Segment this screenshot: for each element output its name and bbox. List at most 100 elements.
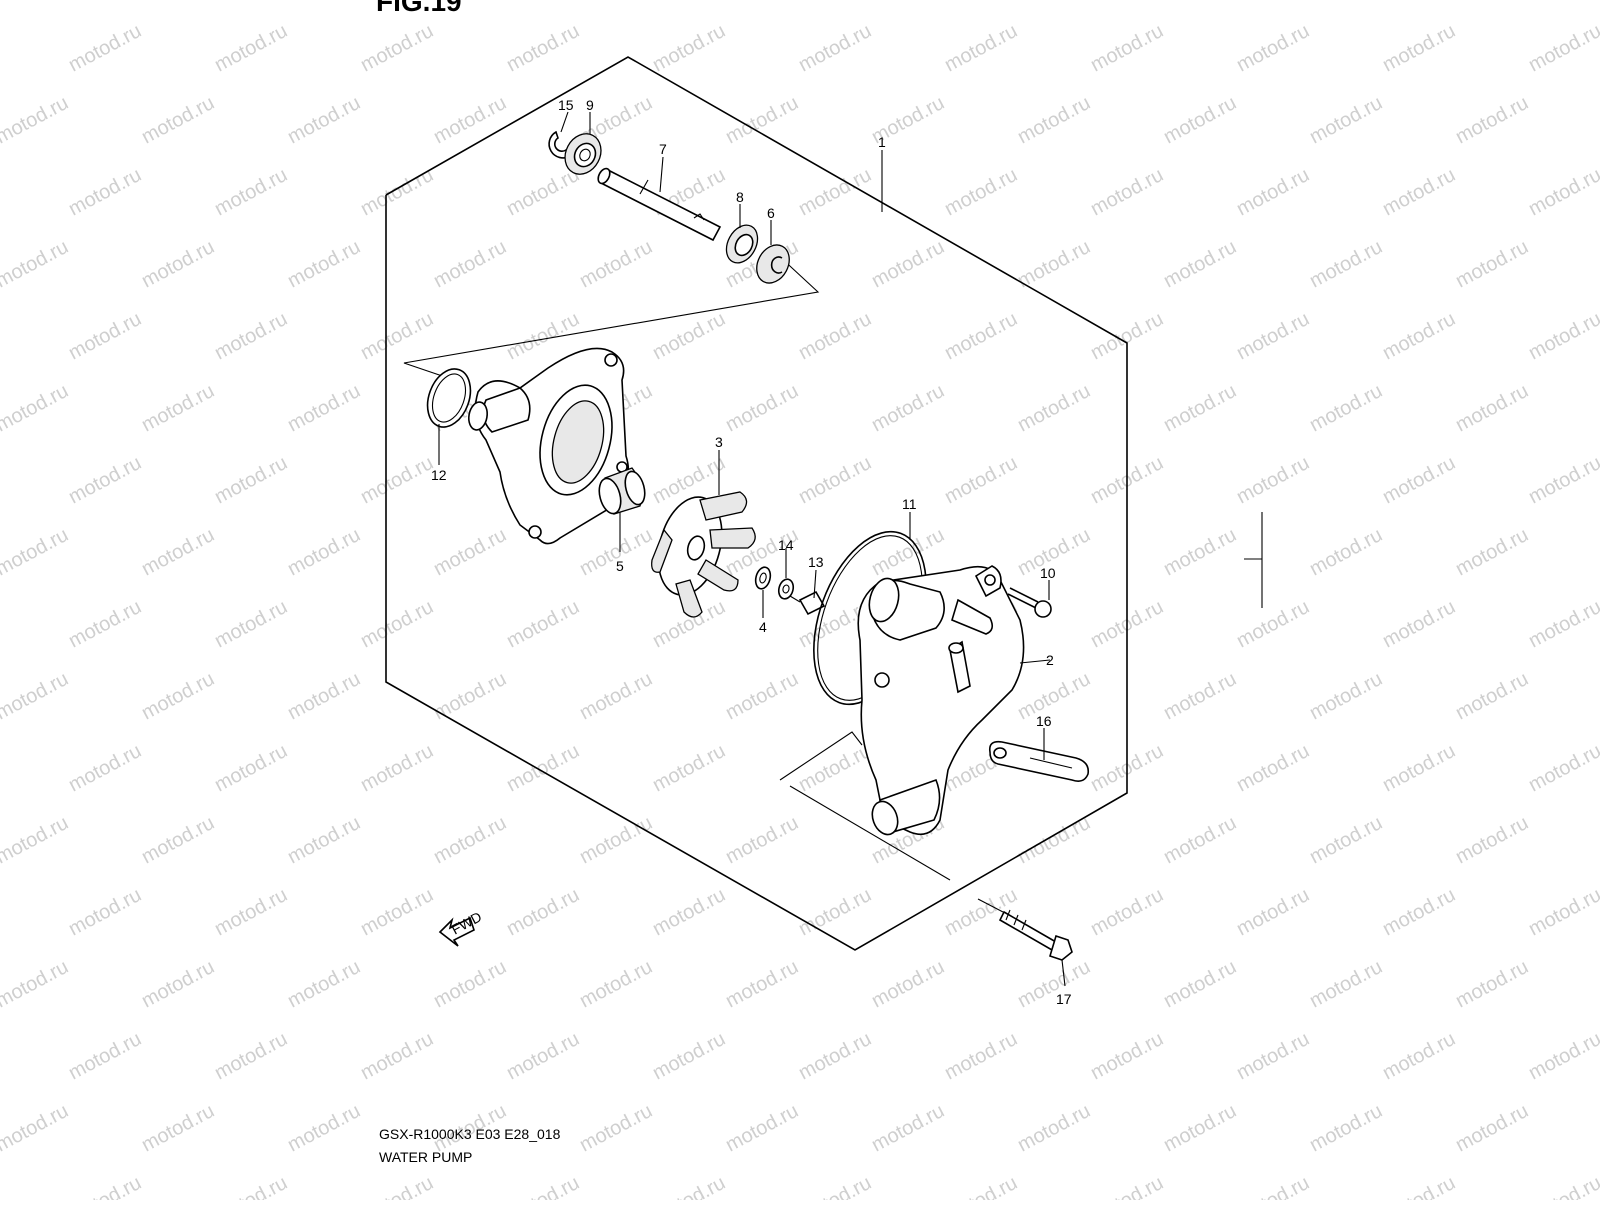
watermark-text: motod.ru xyxy=(941,308,1021,364)
watermark-text: motod.ru xyxy=(795,1028,875,1084)
watermark-text: motod.ru xyxy=(1233,740,1313,796)
watermark-text: motod.ru xyxy=(722,1100,802,1156)
watermark-text: motod.ru xyxy=(1452,812,1532,868)
watermark-text: motod.ru xyxy=(1525,452,1600,508)
pump-body-part xyxy=(857,565,1025,836)
watermark-text: motod.ru xyxy=(1014,668,1094,724)
watermark-text: motod.ru xyxy=(503,884,583,940)
lock-washer-part xyxy=(777,578,795,600)
watermark-text: motod.ru xyxy=(795,308,875,364)
watermark-text: motod.ru xyxy=(1306,668,1386,724)
watermark-text: motod.ru xyxy=(430,956,510,1012)
watermark-text: motod.ru xyxy=(722,0,802,4)
watermark-text: motod.ru xyxy=(1452,92,1532,148)
watermark-text: motod.ru xyxy=(649,1172,729,1200)
watermark-text: motod.ru xyxy=(795,740,875,796)
callout-8: 8 xyxy=(736,189,744,205)
watermark-text: motod.ru xyxy=(576,0,656,4)
callout-15: 15 xyxy=(558,97,574,113)
watermark-text: motod.ru xyxy=(722,956,802,1012)
watermark-text: motod.ru xyxy=(1452,1100,1532,1156)
figure-title: FIG.19 xyxy=(376,0,462,17)
callout-13: 13 xyxy=(808,554,824,570)
watermark-text: motod.ru xyxy=(0,380,72,436)
watermark-text: motod.ru xyxy=(138,1100,218,1156)
watermark-text: motod.ru xyxy=(576,236,656,292)
watermark-text: motod.ru xyxy=(1160,956,1240,1012)
watermark-text: motod.ru xyxy=(1525,740,1600,796)
watermark-text: motod.ru xyxy=(1160,668,1240,724)
watermark-text: motod.ru xyxy=(284,236,364,292)
watermark-text: motod.ru xyxy=(284,380,364,436)
watermark-text: motod.ru xyxy=(503,164,583,220)
watermark-text: motod.ru xyxy=(357,1028,437,1084)
callout-7: 7 xyxy=(659,141,667,157)
watermark-text: motod.ru xyxy=(211,308,291,364)
washer-part-4 xyxy=(754,566,772,590)
watermark-text: motod.ru xyxy=(941,452,1021,508)
watermark-text: motod.ru xyxy=(1014,380,1094,436)
watermark-text: motod.ru xyxy=(0,1100,72,1156)
watermark-text: motod.ru xyxy=(211,1028,291,1084)
callout-11: 11 xyxy=(902,496,917,512)
shaft-part xyxy=(597,167,722,242)
watermark-text: motod.ru xyxy=(65,20,145,76)
watermark-text: motod.ru xyxy=(1306,92,1386,148)
callouts: 1 2 3 4 5 6 7 8 9 10 11 12 13 14 15 16 1… xyxy=(431,97,1072,1007)
model-code-caption: GSX-R1000K3 E03 E28_018 xyxy=(379,1126,561,1142)
guide-line-housing xyxy=(779,731,863,781)
watermark-text: motod.ru xyxy=(868,380,948,436)
watermark-text: motod.ru xyxy=(1525,1172,1600,1200)
watermark-text: motod.ru xyxy=(941,1028,1021,1084)
watermark-text: motod.ru xyxy=(1306,956,1386,1012)
callout-2: 2 xyxy=(1046,652,1054,668)
watermark-text: motod.ru xyxy=(1306,0,1386,4)
watermark-text: motod.ru xyxy=(1452,380,1532,436)
watermark-text: motod.ru xyxy=(211,884,291,940)
callout-16: 16 xyxy=(1036,713,1052,729)
watermark-text: motod.ru xyxy=(1525,308,1600,364)
watermark-text: motod.ru xyxy=(65,308,145,364)
callout-4: 4 xyxy=(759,619,767,635)
watermark-text: motod.ru xyxy=(649,308,729,364)
watermark-text: motod.ru xyxy=(649,20,729,76)
watermark-text: motod.ru xyxy=(357,308,437,364)
watermark-text: motod.ru xyxy=(211,596,291,652)
callout-5: 5 xyxy=(616,558,624,574)
watermark-text: motod.ru xyxy=(1379,1172,1459,1200)
watermark-text: motod.ru xyxy=(211,164,291,220)
watermark-text: motod.ru xyxy=(0,524,72,580)
pump-cover-part xyxy=(468,347,630,545)
watermark-text: motod.ru xyxy=(0,668,72,724)
watermark-text: motod.ru xyxy=(138,236,218,292)
watermark-text: motod.ru xyxy=(722,92,802,148)
watermark-text: motod.ru xyxy=(284,524,364,580)
watermark-text: motod.ru xyxy=(1452,956,1532,1012)
watermark-text: motod.ru xyxy=(1087,1172,1167,1200)
watermark-text: motod.ru xyxy=(722,812,802,868)
watermark-text: motod.ru xyxy=(868,1100,948,1156)
assembly-frame xyxy=(385,56,1128,951)
watermark-text: motod.ru xyxy=(1379,884,1459,940)
watermark-text: motod.ru xyxy=(868,236,948,292)
watermark-text: motod.ru xyxy=(138,812,218,868)
o-ring-part-12 xyxy=(426,368,472,428)
watermark-text: motod.ru xyxy=(1452,668,1532,724)
watermark-text: motod.ru xyxy=(795,884,875,940)
watermark-text: motod.ru xyxy=(211,452,291,508)
watermark-text: motod.ru xyxy=(357,20,437,76)
watermark-text: motod.ru xyxy=(1160,1100,1240,1156)
watermark-text: motod.ru xyxy=(211,20,291,76)
watermark-text: motod.ru xyxy=(1160,524,1240,580)
callout-6: 6 xyxy=(767,205,775,221)
watermark-text: motod.ru xyxy=(0,0,72,4)
watermark-text: motod.ru xyxy=(430,812,510,868)
watermark-text: motod.ru xyxy=(1452,0,1532,4)
watermark-text: motod.ru xyxy=(503,596,583,652)
watermark-text: motod.ru xyxy=(1379,20,1459,76)
leader-lines xyxy=(438,111,1066,987)
watermark-text: motod.ru xyxy=(576,956,656,1012)
watermark-text: motod.ru xyxy=(1525,596,1600,652)
